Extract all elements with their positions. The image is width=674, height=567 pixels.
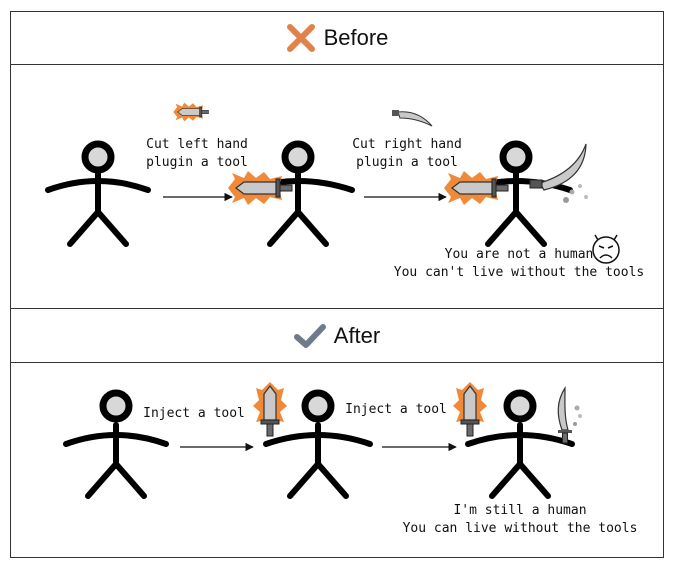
flame-dagger-upright-icon-2 xyxy=(452,381,488,437)
before-step2-label-1: Cut right hand xyxy=(352,137,462,152)
before-step2-label-2: plugin a tool xyxy=(356,155,458,170)
before-note-2: You can't live without the tools xyxy=(394,265,644,280)
flame-dagger-upright-icon xyxy=(252,381,288,437)
after-step2-label: Inject a tool xyxy=(345,402,447,417)
cross-icon xyxy=(286,24,315,52)
after-step1-label: Inject a tool xyxy=(143,406,245,421)
after-note-1: I'm still a human xyxy=(453,503,586,518)
before-step1-label-2: plugin a tool xyxy=(146,155,248,170)
after-title: After xyxy=(333,322,381,348)
before-step1-label-1: Cut left hand xyxy=(146,137,248,152)
flame-dagger-icon-2 xyxy=(443,170,509,206)
after-note-2: You can live without the tools xyxy=(403,521,638,536)
stick-figure-6 xyxy=(465,389,575,499)
scimitar-icon xyxy=(529,143,588,203)
before-title: Before xyxy=(323,25,389,50)
small-flame-dagger-icon xyxy=(172,102,209,122)
before-header: Before xyxy=(10,11,664,65)
small-scimitar-icon xyxy=(392,110,433,127)
scimitar-upright-icon xyxy=(557,387,582,444)
flame-dagger-icon xyxy=(227,170,293,206)
angry-face-icon xyxy=(592,234,620,264)
checkmark-icon xyxy=(293,323,326,348)
stick-figure-4 xyxy=(63,389,169,499)
before-note-1: You are not a human xyxy=(445,247,594,262)
stick-figure-5 xyxy=(263,389,373,499)
stick-figure-1 xyxy=(45,140,151,247)
